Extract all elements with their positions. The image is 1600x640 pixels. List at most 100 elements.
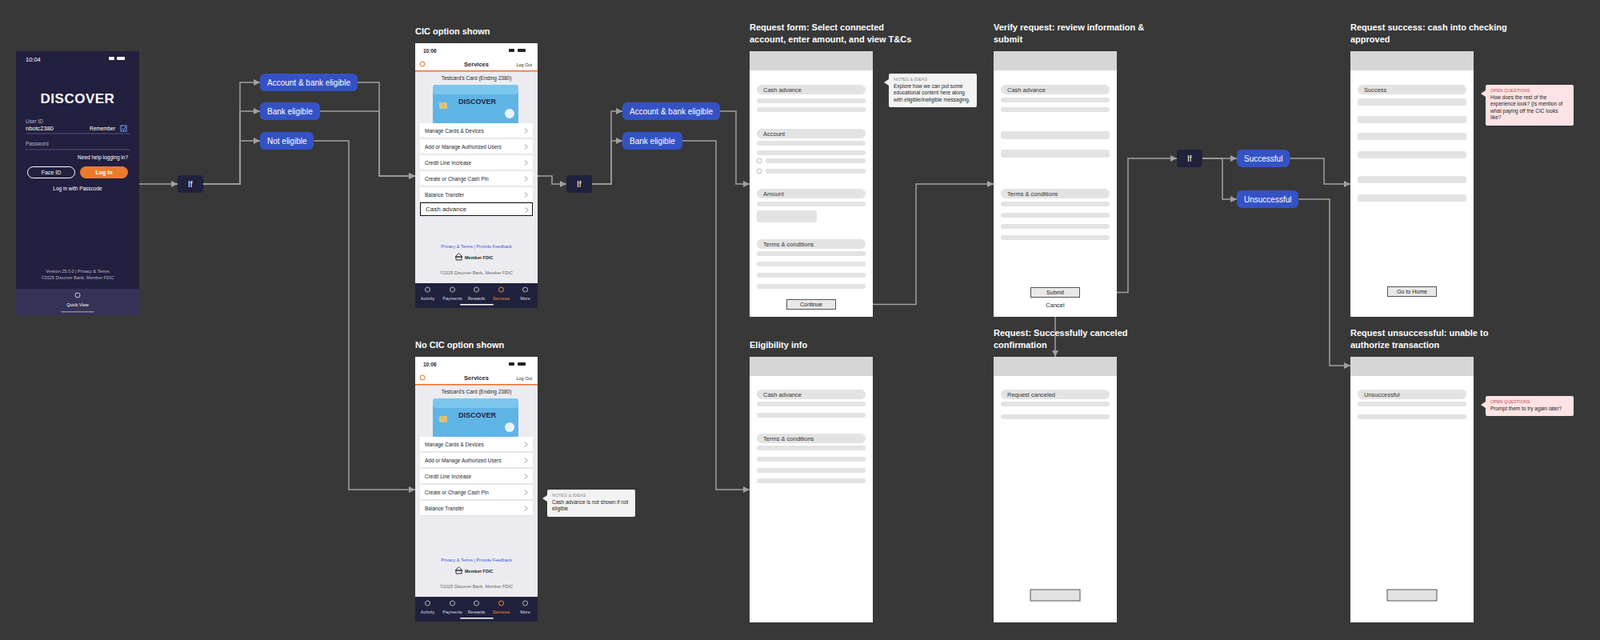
node-text: Terms & conditions bbox=[763, 240, 814, 248]
node-text: CIC option shown bbox=[415, 25, 584, 37]
wireframe-screen: Eligibility infoCash advanceTerms & cond… bbox=[749, 356, 873, 623]
phone-screen-art-part bbox=[415, 384, 538, 386]
phone-screen-art-part bbox=[508, 362, 515, 366]
node-text: ©2025 Discover Bank, Member FDIC bbox=[16, 275, 140, 280]
wireframe-screen-art-part bbox=[756, 272, 866, 278]
phone-screen: CIC option shown10:06ServicesLog OutTest… bbox=[415, 43, 538, 308]
node-text: DISCOVER bbox=[458, 97, 496, 106]
wireframe-screen: Verify request: review information & sub… bbox=[993, 51, 1117, 317]
menu-row-highlight-art-part bbox=[525, 208, 528, 213]
wireframe-screen-art-part bbox=[756, 284, 866, 289]
wireframe-screen-art-part bbox=[1000, 131, 1110, 140]
wireframe-screen-art-part bbox=[756, 401, 866, 407]
node-text: 10:04 bbox=[25, 56, 41, 64]
field-label-pill: Amount bbox=[756, 188, 866, 199]
condition-pill: Bank eligible bbox=[622, 132, 683, 150]
wireframe-screen-art-part bbox=[765, 168, 866, 174]
wireframe-screen-art-part bbox=[1000, 107, 1110, 112]
wireframe-screen-art-part bbox=[756, 168, 762, 174]
node-text: Cash advance bbox=[1007, 86, 1046, 94]
wireframe-screen-art-part bbox=[1000, 212, 1110, 218]
node-text: 10:06 bbox=[423, 48, 437, 54]
flow-connector bbox=[313, 140, 416, 490]
menu-row-art-part bbox=[524, 506, 528, 512]
menu-row: Balance Transfer bbox=[420, 187, 533, 203]
phone-screen-art-part bbox=[504, 108, 515, 119]
wireframe-screen: Request unsuccessful: unable to authoriz… bbox=[1350, 356, 1474, 623]
node-text: How does the rest of the experience look… bbox=[1490, 94, 1569, 122]
flow-connector bbox=[1202, 158, 1237, 200]
menu-row: Manage Cards & Devices bbox=[420, 123, 533, 139]
node-text: Explore how we can put some educational … bbox=[893, 83, 972, 104]
phone-screen-art-part bbox=[415, 283, 538, 308]
node-text: Request form: Select connected account, … bbox=[749, 21, 918, 45]
node-text: Success bbox=[1364, 86, 1387, 94]
flow-connector bbox=[203, 140, 260, 184]
condition-pill: Not eligible bbox=[260, 132, 314, 150]
node-text: Log In bbox=[96, 169, 113, 176]
node-text: ©2025 Discover Bank, Member FDIC bbox=[415, 270, 538, 276]
node-text: Privacy & Terms | Provide Feedback bbox=[415, 244, 538, 249]
flow-connector bbox=[720, 111, 750, 184]
node-text: Payments bbox=[440, 296, 465, 301]
wireframe-screen-art-part bbox=[1357, 401, 1467, 407]
phone-screen-art-part bbox=[455, 567, 463, 575]
login-screen: 10:04DISCOVERUser IDnbotc2380RememberPas… bbox=[16, 51, 140, 316]
field-label-pill: Request canceled bbox=[1000, 389, 1110, 400]
node-text: NOTES & IDEAS bbox=[552, 492, 631, 498]
wireframe-screen-art-part bbox=[1357, 414, 1467, 420]
node-text: Manage Cards & Devices bbox=[424, 128, 484, 134]
wireframe-screen: Request success: cash into checking appr… bbox=[1350, 51, 1474, 317]
flow-connector bbox=[682, 140, 750, 490]
wireframe-screen-art-part bbox=[1000, 149, 1110, 158]
node-text: Cash advance bbox=[425, 205, 467, 213]
phone-screen-art-part bbox=[415, 70, 538, 72]
node-text: Not eligible bbox=[267, 136, 307, 146]
wireframe-screen-art-part bbox=[1350, 51, 1474, 71]
flow-connector bbox=[1298, 199, 1351, 366]
login-screen-art-part bbox=[108, 56, 115, 60]
node-text: Payments bbox=[440, 609, 465, 615]
wireframe-screen-art-part bbox=[1000, 224, 1110, 229]
note-sticky: NOTES & IDEASCash advance is not shown i… bbox=[547, 489, 636, 517]
field-label-pill: Terms & conditions bbox=[756, 239, 866, 249]
field-label-pill: Cash advance bbox=[1000, 84, 1110, 95]
wireframe-screen-art-part bbox=[1000, 414, 1110, 420]
menu-row-art-part bbox=[524, 192, 528, 198]
menu-row: Create or Change Cash Pin bbox=[420, 171, 533, 187]
flow-connector bbox=[537, 176, 567, 184]
field-label-pill: Unsuccessful bbox=[1357, 389, 1467, 400]
menu-row: Create or Change Cash Pin bbox=[420, 484, 533, 500]
node-text: Testcard's Card (Ending 2380) bbox=[415, 388, 538, 395]
menu-row: Balance Transfer bbox=[420, 500, 533, 516]
phone-screen-art-part bbox=[432, 398, 519, 408]
node-text: DISCOVER bbox=[16, 91, 140, 108]
node-text: Cash advance is not shown if not eligibl… bbox=[552, 499, 631, 513]
node-text: Request canceled bbox=[1007, 391, 1056, 399]
wireframe-screen-art-part bbox=[1000, 401, 1110, 407]
node-text: Activity bbox=[415, 296, 440, 301]
wireframe-screen-art-part bbox=[993, 51, 1117, 71]
node-text: Rewards bbox=[464, 609, 489, 615]
question-sticky: OPEN QUESTIONSHow does the rest of the e… bbox=[1485, 84, 1574, 126]
question-sticky-art-part bbox=[1480, 401, 1486, 408]
menu-row: Manage Cards & Devices bbox=[420, 436, 533, 452]
wireframe-screen-art-part bbox=[1350, 356, 1474, 376]
node-text: Credit Line Increase bbox=[424, 473, 472, 480]
node-text: Activity bbox=[415, 609, 440, 615]
menu-row: Add or Manage Authorized Users bbox=[420, 452, 533, 468]
note-sticky: NOTES & IDEASExplore how we can put some… bbox=[888, 73, 977, 108]
wireframe-screen-art-part bbox=[1030, 589, 1080, 601]
wireframe-screen-art-part bbox=[1357, 132, 1467, 140]
phone-screen-art-part bbox=[474, 600, 480, 606]
flow-connector bbox=[592, 111, 623, 184]
faceid-button: Face ID bbox=[27, 166, 76, 179]
menu-row-art-part bbox=[524, 490, 528, 496]
field-label-pill: Terms & conditions bbox=[1000, 188, 1110, 199]
wireframe-screen-art-part bbox=[1000, 201, 1110, 207]
node-text: Continue bbox=[800, 301, 823, 308]
wireframe-button: Continue bbox=[786, 299, 836, 310]
phone-screen-art-part bbox=[425, 600, 431, 606]
wireframe-screen-art-part bbox=[756, 261, 866, 267]
question-sticky-art-part bbox=[1480, 90, 1486, 97]
